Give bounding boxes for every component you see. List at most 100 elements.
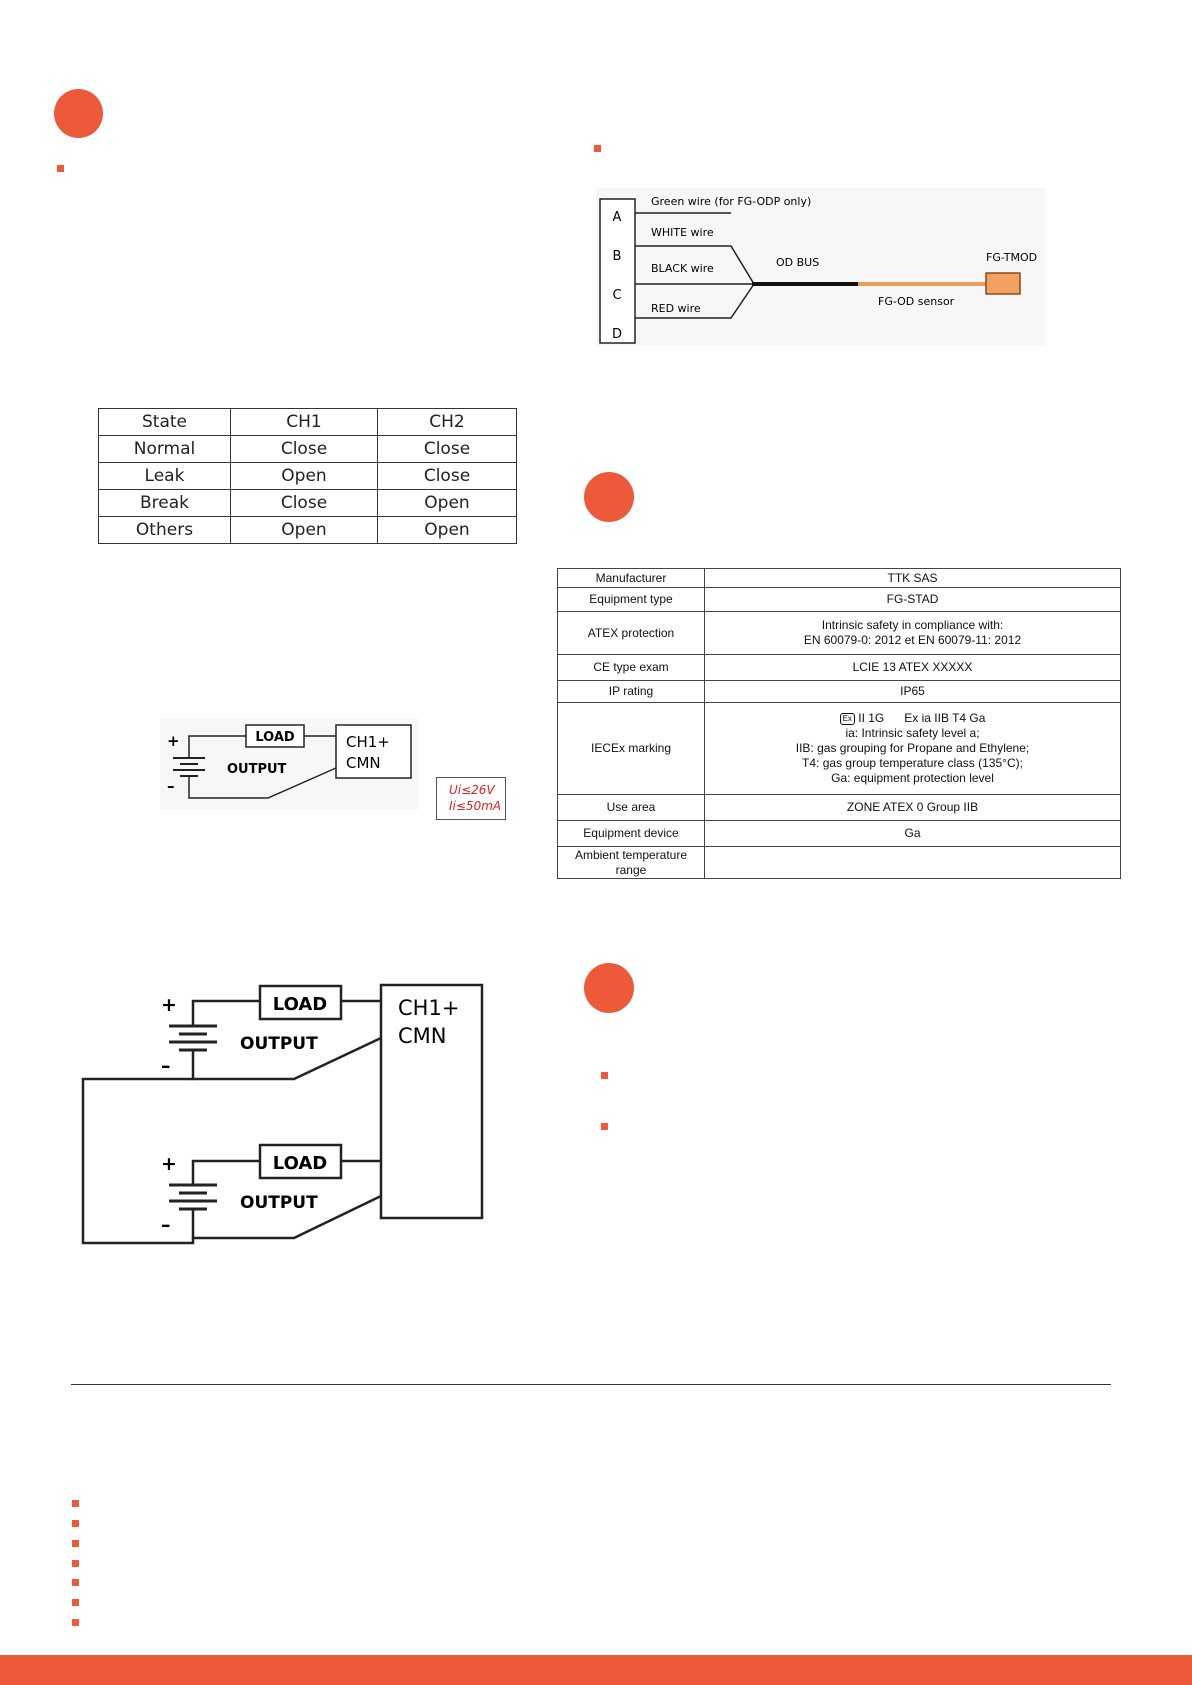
section-marker-2: [584, 472, 634, 522]
module-block: [985, 272, 1021, 295]
output-label: OUTPUT: [227, 762, 287, 777]
spec-label: Ambient temperature range: [557, 846, 705, 879]
cell-state: Others: [98, 516, 231, 544]
spec-label: Use area: [557, 794, 705, 821]
header-ch2: CH2: [377, 408, 517, 436]
red-wire-label: RED wire: [651, 302, 701, 315]
bullet-point: [72, 1579, 79, 1586]
table-row: CE type exam LCIE 13 ATEX XXXXX: [557, 654, 1121, 681]
od-bus-label: OD BUS: [776, 256, 819, 269]
wiring-diagram: A B C D Green wire (for FG-ODP only) WHI…: [596, 188, 1046, 346]
cell-ch2: Close: [377, 462, 517, 490]
module-label: FG-TMOD: [986, 251, 1037, 264]
cell-ch2: Close: [377, 435, 517, 463]
iecex-line-2: ia: Intrinsic safety level a;: [845, 726, 980, 740]
iecex-line-5: Ga: equipment protection level: [831, 771, 994, 785]
bullet-point: [594, 145, 601, 152]
header-ch1: CH1: [230, 408, 378, 436]
horizontal-divider: [71, 1384, 1111, 1385]
spec-label: CE type exam: [557, 654, 705, 681]
wire-bottom: [188, 767, 337, 799]
minus-sign: –: [161, 1214, 171, 1236]
iecex-line-4: T4: gas group temperature class (135°C);: [802, 756, 1023, 770]
wire-bottom: [191, 1036, 382, 1081]
small-circuit-diagram: + – LOAD OUTPUT CH1+ CMN: [160, 718, 418, 810]
table-row: Ambient temperature range: [557, 846, 1121, 879]
spec-label: ATEX protection: [557, 611, 705, 655]
bullet-point: [72, 1599, 79, 1606]
load-label: LOAD: [255, 730, 295, 745]
table-row: Use area ZONE ATEX 0 Group IIB: [557, 794, 1121, 821]
table-row: Leak Open Close: [98, 462, 517, 490]
spec-value: LCIE 13 ATEX XXXXX: [704, 654, 1121, 681]
terminal-c: C: [612, 288, 621, 303]
channel-label-2: CMN: [398, 1024, 447, 1048]
wire-bottom: [191, 1194, 382, 1240]
spec-value: FG-STAD: [704, 587, 1121, 612]
load-label: LOAD: [273, 994, 328, 1015]
bullet-point: [72, 1500, 79, 1507]
atex-line-2: EN 60079-0: 2012 et EN 60079-11: 2012: [803, 633, 1022, 647]
plus-sign: +: [167, 732, 180, 750]
spec-label: Manufacturer: [557, 568, 705, 588]
cell-ch2: Open: [377, 489, 517, 517]
wire-top: [191, 1159, 260, 1185]
iecex-line-1: Ex II 1G Ex ia IIB T4 Ga: [709, 711, 1116, 726]
cell-ch2: Open: [377, 516, 517, 544]
cell-state: Leak: [98, 462, 231, 490]
bullet-point: [72, 1619, 79, 1626]
channel-box: [335, 724, 412, 779]
channel-label-1: CH1+: [346, 733, 390, 751]
ex-hexagon-icon: Ex: [839, 712, 855, 725]
voltage-limit: Ui≤26V: [449, 783, 495, 797]
bullet-point: [72, 1520, 79, 1527]
load-box: [258, 1143, 343, 1180]
table-row: Break Close Open: [98, 489, 517, 517]
cell-state: Break: [98, 489, 231, 517]
plus-sign: +: [161, 1153, 177, 1175]
table-row: Equipment device Ga: [557, 820, 1121, 847]
large-circuit-diagram: + – LOAD OUTPUT + – LOAD OUTPUT CH1+ CMN: [81, 983, 484, 1245]
table-row: Equipment type FG-STAD: [557, 587, 1121, 612]
cell-ch1: Close: [230, 435, 378, 463]
spec-value: IP65: [704, 680, 1121, 703]
spec-table: Manufacturer TTK SAS Equipment type FG-S…: [557, 568, 1121, 879]
iecex-line-3: IIB: gas grouping for Propane and Ethyle…: [795, 741, 1030, 755]
white-wire: [635, 245, 755, 285]
cell-ch1: Close: [230, 489, 378, 517]
ambient-label-2: range: [615, 862, 647, 877]
wire-top: [188, 735, 246, 758]
green-wire-label: Green wire (for FG-ODP only): [651, 195, 811, 208]
bullet-point: [72, 1540, 79, 1547]
wire-common-loop: [81, 1077, 195, 1245]
terminal-d: D: [612, 327, 622, 342]
spec-label: IP rating: [557, 680, 705, 703]
cell-ch1: Open: [230, 462, 378, 490]
channel-box: [379, 983, 484, 1220]
red-wire: [635, 283, 755, 319]
table-header-row: State CH1 CH2: [98, 408, 517, 436]
output-label: OUTPUT: [240, 1034, 318, 1054]
spec-value: TTK SAS: [704, 568, 1121, 588]
table-row: ATEX protection Intrinsic safety in comp…: [557, 611, 1121, 655]
wire-top: [191, 999, 260, 1026]
channel-label-1: CH1+: [398, 996, 459, 1020]
spec-label: Equipment device: [557, 820, 705, 847]
bullet-point: [601, 1072, 608, 1079]
header-state: State: [98, 408, 231, 436]
bullet-point: [601, 1123, 608, 1130]
spec-value: Intrinsic safety in compliance with: EN …: [704, 611, 1121, 655]
ambient-label-1: Ambient temperature: [574, 847, 688, 862]
spec-label: Equipment type: [557, 587, 705, 612]
spec-value: Ex II 1G Ex ia IIB T4 Ga ia: Intrinsic s…: [704, 702, 1121, 795]
output-label: OUTPUT: [240, 1193, 318, 1213]
table-row: IECEx marking Ex II 1G Ex ia IIB T4 Ga i…: [557, 702, 1121, 795]
spec-value: ZONE ATEX 0 Group IIB: [704, 794, 1121, 821]
load-label: LOAD: [273, 1153, 328, 1174]
bullet-point: [72, 1560, 79, 1567]
table-row: Manufacturer TTK SAS: [557, 568, 1121, 588]
section-marker-3: [584, 963, 634, 1013]
white-wire-label: WHITE wire: [651, 226, 714, 239]
black-wire-label: BLACK wire: [651, 262, 714, 275]
current-limit: Ii≤50mA: [449, 799, 502, 813]
